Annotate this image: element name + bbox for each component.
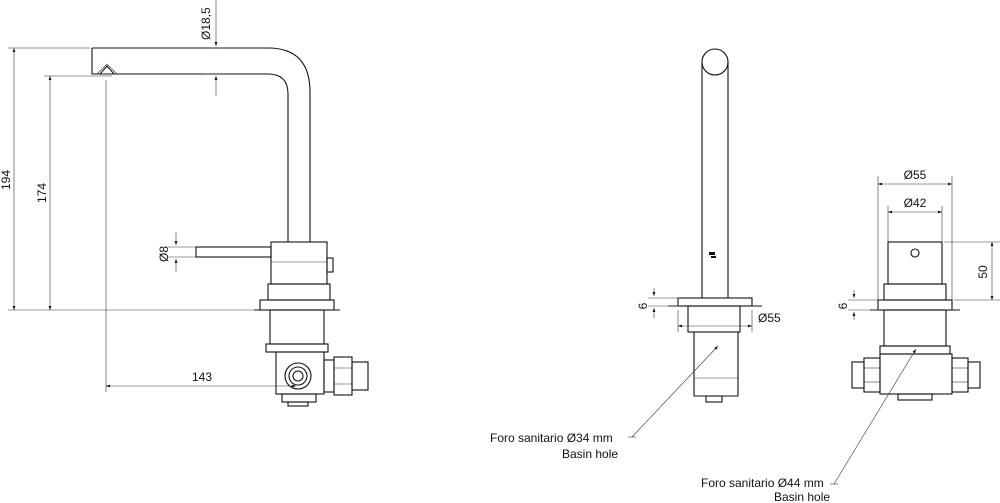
front-thickness-6-label: 6 — [636, 302, 650, 309]
valve-basin-hole-note: Foro sanitario Ø44 mm — [701, 476, 824, 490]
valve-view-dimensions: Ø55 Ø42 50 6 Foro sanitario Ø44 mm Basin… — [701, 168, 1000, 503]
valve-height-50-label: 50 — [976, 265, 990, 279]
side-view-faucet — [91, 47, 369, 407]
side-view-dimensions: 194 174 Ø18,5 Ø8 143 — [0, 0, 296, 392]
front-basin-hole-note: Foro sanitario Ø34 mm — [490, 431, 613, 445]
height-174-label: 174 — [35, 183, 49, 203]
valve-basin-hole-note-en: Basin hole — [774, 490, 830, 503]
lever-diameter-label: Ø8 — [157, 246, 171, 262]
valve-base-diameter-label: Ø55 — [904, 168, 927, 182]
valve-view — [851, 241, 981, 401]
front-base-diameter-label: Ø55 — [758, 311, 781, 325]
front-view-faucet — [668, 48, 762, 403]
valve-thickness-6-label: 6 — [836, 302, 850, 309]
valve-knob-diameter-label: Ø42 — [904, 196, 927, 210]
front-view-dimensions: 6 Ø55 Foro sanitario Ø34 mm Basin hole — [490, 288, 781, 461]
height-194-label: 194 — [0, 170, 13, 190]
spout-diameter-label: Ø18,5 — [199, 7, 213, 40]
front-basin-hole-note-en: Basin hole — [562, 447, 618, 461]
reach-143-label: 143 — [192, 370, 212, 384]
